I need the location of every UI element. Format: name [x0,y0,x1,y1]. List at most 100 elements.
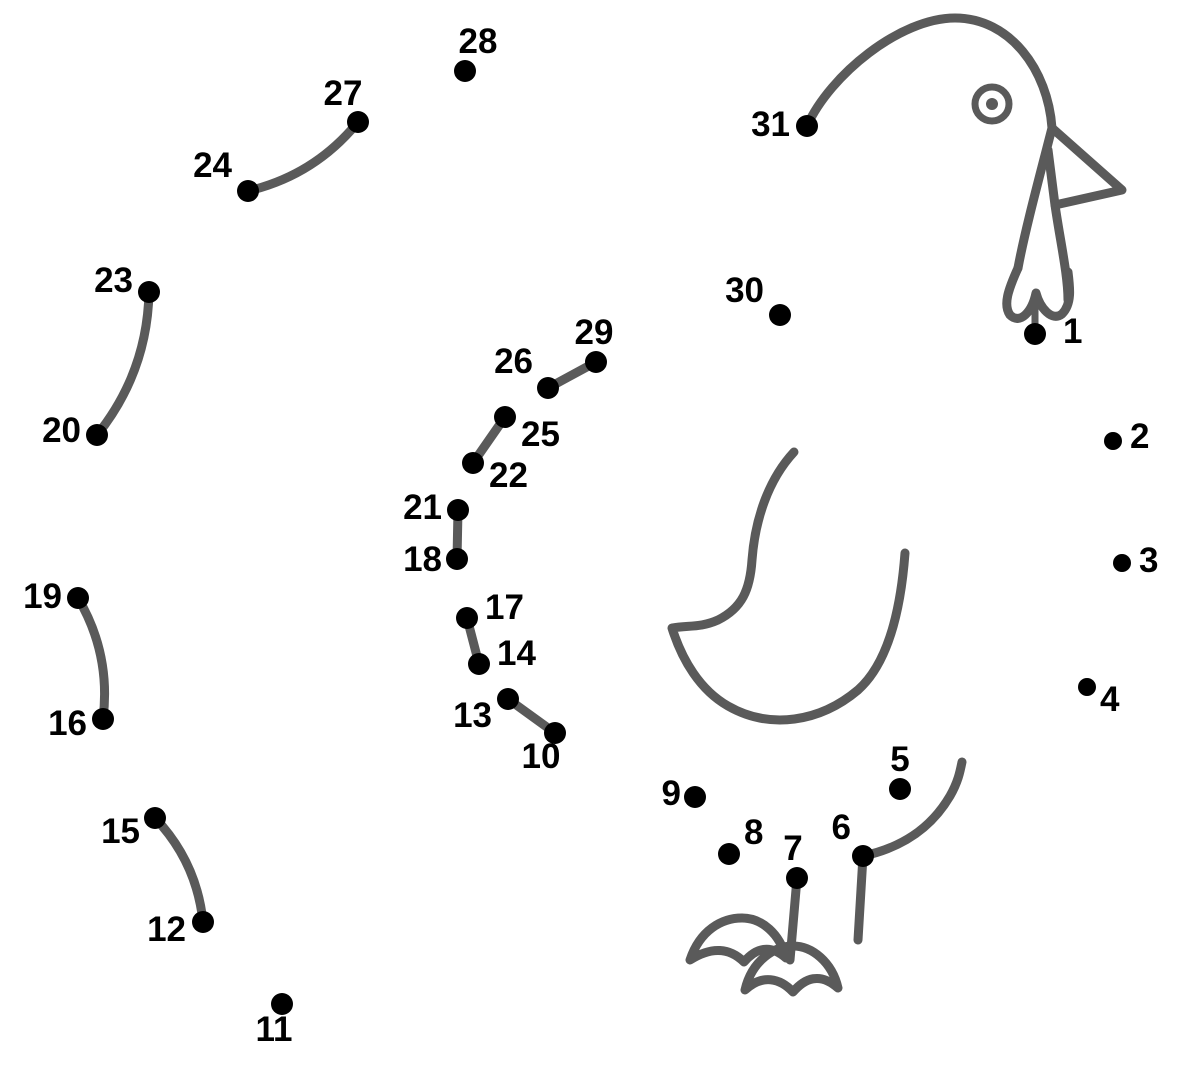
dot-marker-5[interactable] [889,778,911,800]
dot-node-23[interactable]: 23 [94,261,160,303]
dot-node-18[interactable]: 18 [403,540,468,579]
dot-label-13: 13 [453,696,492,735]
dot-node-30[interactable]: 30 [725,271,791,326]
dot-marker-7[interactable] [786,867,808,889]
dot-node-20[interactable]: 20 [42,411,108,450]
dot-label-17: 17 [485,588,524,627]
dot-node-21[interactable]: 21 [403,488,469,527]
dot-marker-20[interactable] [86,424,108,446]
dot-label-26: 26 [494,342,533,381]
dot-node-10[interactable]: 10 [522,722,566,776]
dot-node-28[interactable]: 28 [454,22,497,82]
dot-marker-14[interactable] [468,653,490,675]
dot-label-24: 24 [193,146,232,185]
dot-node-9[interactable]: 9 [662,774,706,813]
dot-label-19: 19 [23,577,62,616]
dot-label-20: 20 [42,411,81,450]
dot-node-27[interactable]: 27 [324,74,369,133]
bird-eye-outer-icon [971,83,1013,125]
dot-marker-21[interactable] [447,499,469,521]
dots-layer: 1234567891011121314151617181920212223242… [23,22,1158,1049]
dot-marker-6[interactable] [852,845,874,867]
dot-node-25[interactable]: 25 [494,406,560,454]
dot-label-23: 23 [94,261,133,300]
dot-label-6: 6 [832,808,851,847]
arc-24-27 [243,117,363,196]
dot-marker-19[interactable] [67,587,89,609]
dot-marker-8[interactable] [718,843,740,865]
dot-node-11[interactable]: 11 [256,993,294,1049]
dot-label-16: 16 [48,704,87,743]
dot-node-6[interactable]: 6 [832,808,874,867]
dot-node-22[interactable]: 22 [462,452,528,495]
dot-node-14[interactable]: 14 [468,634,536,675]
dot-marker-18[interactable] [446,548,468,570]
dot-marker-3[interactable] [1113,554,1131,572]
dot-marker-24[interactable] [237,180,259,202]
dot-node-7[interactable]: 7 [783,829,808,889]
dot-node-16[interactable]: 16 [48,704,114,743]
dot-label-7: 7 [783,829,802,868]
dot-label-11: 11 [256,1010,293,1049]
bird-head-outline-path [802,13,1057,133]
dot-marker-16[interactable] [92,708,114,730]
dot-label-30: 30 [725,271,764,310]
arc-20-23 [92,287,154,440]
dot-marker-26[interactable] [537,377,559,399]
bird-neck-left-path [1013,123,1057,273]
dot-label-31: 31 [751,105,790,144]
dot-marker-30[interactable] [769,304,791,326]
dot-marker-9[interactable] [684,786,706,808]
dot-marker-25[interactable] [494,406,516,428]
artwork-layer [667,13,1127,997]
dot-marker-12[interactable] [192,911,214,933]
arc-12-15 [150,813,208,927]
dot-node-8[interactable]: 8 [718,813,763,865]
dot-node-24[interactable]: 24 [193,146,259,202]
dot-node-15[interactable]: 15 [101,807,166,851]
dot-label-8: 8 [744,813,763,852]
dot-node-3[interactable]: 3 [1113,541,1158,580]
dot-node-29[interactable]: 29 [575,313,614,373]
dot-marker-31[interactable] [796,115,818,137]
dot-marker-22[interactable] [462,452,484,474]
dot-node-13[interactable]: 13 [453,688,519,735]
dot-marker-11[interactable] [271,993,293,1015]
dot-marker-27[interactable] [347,111,369,133]
dot-label-14: 14 [497,634,536,673]
dot-node-31[interactable]: 31 [751,105,818,144]
dot-label-29: 29 [575,313,614,352]
dot-node-2[interactable]: 2 [1104,417,1149,456]
dot-label-28: 28 [459,22,498,61]
dot-marker-29[interactable] [585,351,607,373]
dot-marker-1[interactable] [1024,323,1046,345]
dot-marker-28[interactable] [454,60,476,82]
bird-rump-path [858,757,967,861]
dot-marker-17[interactable] [456,607,478,629]
dot-node-1[interactable]: 1 [1024,312,1082,351]
dot-node-12[interactable]: 12 [147,910,214,949]
bird-beak-path [1043,123,1127,210]
dot-label-4: 4 [1100,680,1120,719]
dot-marker-2[interactable] [1104,432,1122,450]
dot-node-5[interactable]: 5 [889,740,911,800]
dot-marker-13[interactable] [497,688,519,710]
dot-node-4[interactable]: 4 [1078,678,1120,719]
dot-marker-4[interactable] [1078,678,1096,696]
dot-node-26[interactable]: 26 [494,342,559,399]
dot-node-19[interactable]: 19 [23,577,89,616]
bird-right-foot-path [685,913,791,967]
dot-node-17[interactable]: 17 [456,588,524,629]
dot-marker-15[interactable] [144,807,166,829]
dot-marker-10[interactable] [544,722,566,744]
dot-label-10: 10 [522,737,561,776]
dot-label-9: 9 [662,774,681,813]
bird-eye-pupil-icon [986,98,998,110]
dot-marker-23[interactable] [138,281,160,303]
dot-label-18: 18 [403,540,442,579]
dot-label-2: 2 [1130,417,1149,456]
bird-right-leg-path [853,851,868,945]
dot-label-5: 5 [890,740,909,779]
